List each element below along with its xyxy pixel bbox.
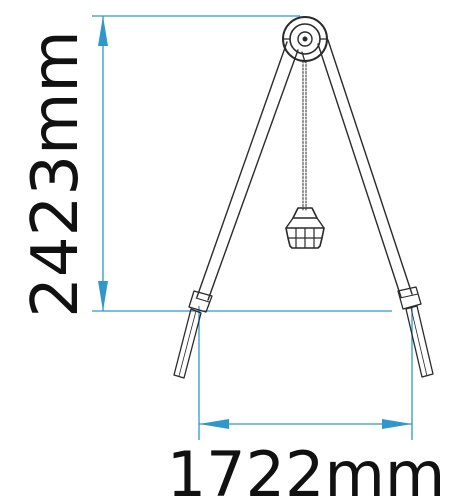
right-leg	[317, 39, 434, 378]
width-label: 1722mm	[167, 438, 446, 504]
left-leg	[173, 41, 299, 379]
tripod-frame	[173, 39, 434, 379]
width-arrow-left	[199, 419, 229, 429]
height-label: 2423mm	[19, 30, 93, 318]
height-arrow-bottom	[98, 281, 108, 311]
height-dimension: 2423mm	[19, 15, 392, 318]
width-dimension: 1722mm	[167, 306, 446, 504]
pulley-wheel-icon	[282, 16, 328, 62]
swing-seat-icon	[285, 207, 325, 249]
height-arrow-top	[98, 16, 108, 46]
swing-chain	[302, 60, 307, 211]
width-arrow-right	[382, 419, 412, 429]
